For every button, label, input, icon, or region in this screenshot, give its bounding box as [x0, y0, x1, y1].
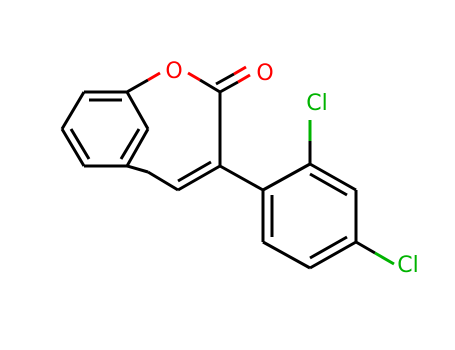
- bond: [60, 128, 86, 167]
- bond: [374, 251, 395, 266]
- carbonyl-oxygen-label: O: [256, 61, 273, 86]
- bond: [125, 128, 150, 167]
- chlorine-para-label: Cl: [397, 253, 418, 278]
- bond: [309, 162, 357, 192]
- benzo-ring: [60, 90, 150, 168]
- bond: [309, 235, 348, 260]
- bond: [126, 78, 149, 94]
- bond: [119, 128, 141, 160]
- bond: [355, 240, 376, 255]
- bond: [219, 80, 239, 94]
- bond: [309, 240, 357, 270]
- bond: [60, 91, 86, 130]
- bond: [125, 91, 150, 130]
- bond: [177, 164, 221, 192]
- bond: [215, 72, 235, 86]
- bond: [187, 71, 201, 82]
- bond: [147, 71, 161, 82]
- bond: [262, 240, 311, 270]
- bond: [69, 128, 91, 160]
- bond: [219, 164, 264, 192]
- dichlorophenyl-ring: [219, 120, 395, 270]
- bond: [233, 65, 247, 76]
- bond: [237, 73, 251, 84]
- bond: [126, 164, 149, 174]
- bond: [309, 172, 348, 197]
- bond: [262, 162, 311, 192]
- bond: [199, 78, 221, 94]
- bond: [177, 160, 212, 183]
- bond: [147, 170, 179, 192]
- pyranone-ring: [126, 65, 251, 192]
- ring-oxygen-label: O: [165, 59, 182, 84]
- chlorine-ortho-label: Cl: [306, 91, 327, 116]
